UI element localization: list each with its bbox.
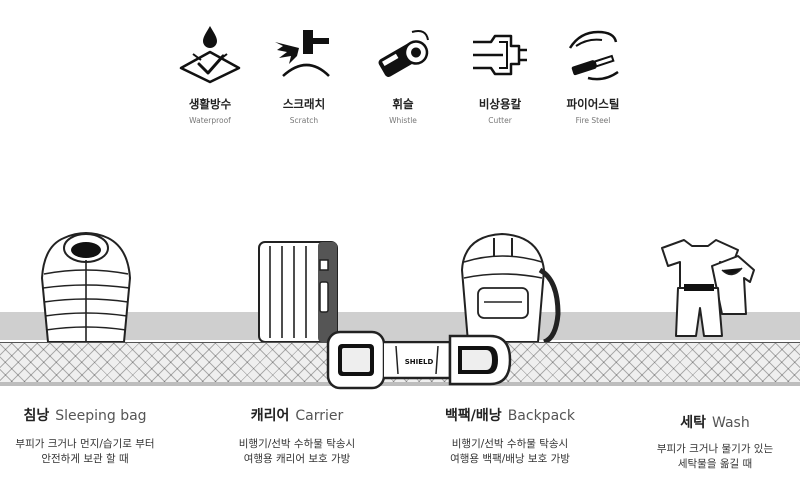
fire-steel-icon [568,30,619,81]
use-description: 비행기/선박 수하물 탁송시 여행용 캐리어 보호 가방 [212,437,382,467]
feature-label-en: Cutter [488,116,512,125]
feature-label-en: Fire Steel [575,116,611,125]
use-sleeping-bag: 침낭 Sleeping bag 부피가 크거나 먼지/습기로 부터 안전하게 보관… [0,405,170,467]
feature-row: 생활방수 Waterproof 스크래치 Scratch 휘슬 Whistle [0,0,800,135]
buckle-brand-label: SHIELD [405,358,434,366]
use-title-en: Sleeping bag [55,408,147,424]
feature-whistle: 휘슬 Whistle [348,20,458,125]
use-title-ko: 백팩/배낭 [445,408,502,424]
carrier-icon [258,241,338,343]
use-backpack: 백팩/배낭 Backpack 비행기/선박 수하물 탁송시 여행용 백팩/배낭 보… [420,405,600,467]
use-description-line: 여행용 캐리어 보호 가방 [243,453,351,465]
use-description-line: 세탁물을 옮길 때 [677,458,753,470]
feature-label-ko: 휘슬 [392,97,414,111]
use-title: 백팩/배낭 Backpack [420,405,600,425]
use-description-line: 부피가 크거나 물기가 있는 [656,443,774,455]
use-carrier: 캐리어 Carrier 비행기/선박 수하물 탁송시 여행용 캐리어 보호 가방 [212,405,382,467]
buckle-icon: SHIELD [326,330,512,390]
feature-label-en: Whistle [389,116,417,125]
use-title-en: Carrier [295,408,344,424]
feature-fire-steel: 파이어스틸 Fire Steel [538,20,648,125]
use-title: 캐리어 Carrier [212,405,382,425]
use-title-en: Wash [712,415,750,431]
feature-label-ko: 스크래치 [282,97,326,111]
cutter-icon [473,34,527,76]
background-band [0,312,800,340]
use-description: 부피가 크거나 물기가 있는 세탁물을 옮길 때 [630,442,800,472]
feature-label-en: Waterproof [189,116,231,125]
feature-label-ko: 비상용칼 [478,97,522,111]
use-title-en: Backpack [507,408,575,424]
use-title-ko: 침낭 [23,408,50,424]
feature-label-ko: 파이어스틸 [566,97,620,111]
use-title: 세탁 Wash [630,412,800,432]
feature-scratch: 스크래치 Scratch [249,20,359,125]
waterproof-icon [179,26,241,84]
backpack-icon [460,232,561,344]
use-description-line: 안전하게 보관 할 때 [41,453,129,465]
usage-scene: SHIELD [0,220,800,390]
sleeping-bag-icon [40,232,132,343]
feature-waterproof: 생활방수 Waterproof [155,20,265,125]
strap-shadow [0,382,800,386]
feature-label-en: Scratch [289,116,319,125]
use-description-line: 비행기/선박 수하물 탁송시 [451,438,569,450]
use-title-ko: 캐리어 [250,408,290,424]
use-title: 침낭 Sleeping bag [0,405,170,425]
feature-cutter: 비상용칼 Cutter [445,20,555,125]
use-wash: 세탁 Wash 부피가 크거나 물기가 있는 세탁물을 옮길 때 [630,412,800,472]
use-description-line: 여행용 백팩/배낭 보호 가방 [450,453,570,465]
use-description: 비행기/선박 수하물 탁송시 여행용 백팩/배낭 보호 가방 [420,437,600,467]
feature-label-ko: 생활방수 [188,97,232,111]
use-description: 부피가 크거나 먼지/습기로 부터 안전하게 보관 할 때 [0,437,170,467]
use-description-line: 부피가 크거나 먼지/습기로 부터 [15,438,155,450]
whistle-icon [378,30,429,77]
use-title-ko: 세탁 [680,415,707,431]
laundry-icon [661,239,755,337]
use-description-line: 비행기/선박 수하물 탁송시 [238,438,356,450]
scratch-icon [275,30,330,77]
